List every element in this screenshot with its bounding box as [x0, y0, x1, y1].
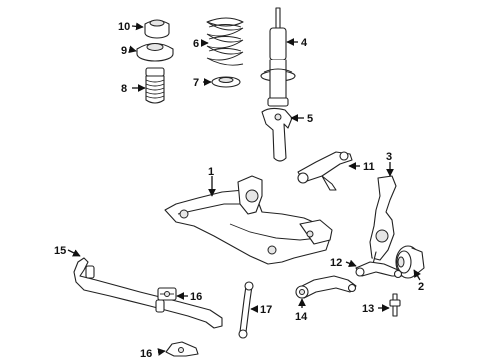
callout-5: 5 [307, 113, 313, 125]
callout-7: 7 [193, 77, 199, 89]
lower-control-arm-part [355, 261, 403, 279]
strut-mount-cap-part [144, 19, 170, 39]
strut-assembly-part [260, 7, 296, 107]
callout-13: 13 [362, 303, 374, 315]
callout-17: 17 [260, 304, 272, 316]
leader-lines [67, 22, 421, 356]
stabilizer-bushing-part [157, 287, 177, 301]
callout-11: 11 [363, 161, 375, 173]
ball-joint-bolt-part [389, 293, 401, 317]
callout-10: 10 [118, 21, 130, 33]
strut-fork-part [261, 107, 293, 162]
steering-knuckle-part [365, 175, 397, 273]
callout-4: 4 [301, 37, 308, 49]
callout-16-bracket: 16 [140, 348, 152, 360]
callout-16-bushing: 16 [190, 291, 202, 303]
callout-15: 15 [54, 245, 66, 257]
front-subframe-part [164, 175, 333, 265]
callout-6: 6 [193, 38, 199, 50]
callout-12: 12 [330, 257, 342, 269]
stabilizer-bar-part [73, 257, 223, 329]
callout-2: 2 [418, 281, 424, 293]
dust-boot-part [145, 67, 165, 104]
tension-strut-part [295, 275, 357, 299]
lower-spring-seat-part [211, 76, 241, 88]
callout-14: 14 [295, 311, 308, 323]
callout-9: 9 [121, 45, 127, 57]
callout-3: 3 [386, 151, 392, 163]
upper-spring-seat-part [136, 42, 174, 62]
callout-labels: 10 9 8 6 7 4 5 11 1 3 2 12 13 14 15 16 1… [54, 21, 424, 360]
callout-8: 8 [121, 83, 127, 95]
coil-spring-part [206, 17, 244, 66]
upper-control-arm-part [297, 151, 353, 191]
stabilizer-bracket-part [165, 341, 199, 357]
stabilizer-link-part [238, 281, 254, 339]
callout-1: 1 [208, 166, 214, 178]
